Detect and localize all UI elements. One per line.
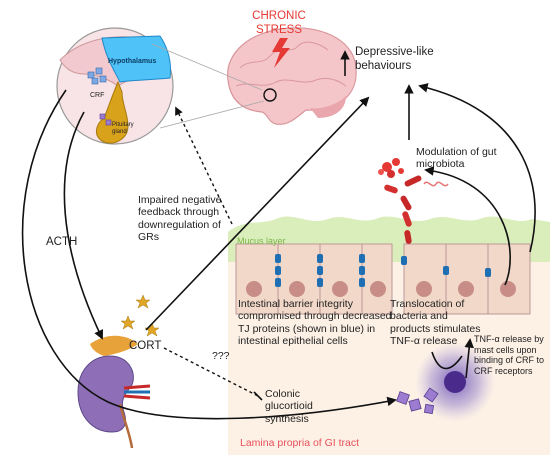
epithelial-cell-row [235, 243, 531, 315]
tnf-line-4: CRF receptors [474, 365, 533, 376]
inhibition-bar [253, 391, 263, 401]
cort-stars [120, 294, 160, 337]
kidney-adrenal-illustration [77, 335, 151, 449]
depressive-behaviours-label: Depressive-like behaviours [355, 46, 434, 73]
translocation-label: Translocation of bacteria and products s… [390, 298, 480, 348]
bacteria-cluster [378, 158, 449, 244]
barrier-integrity-label: Intestinal barrier integrity compromised… [238, 298, 392, 348]
colonic-line-1: Colonic [265, 388, 301, 400]
hypothalamus-zoom-inset [56, 27, 174, 145]
barrier-line-3: TJ proteins (shown in blue) in [238, 322, 376, 335]
depressive-line-1: Depressive-like [355, 46, 434, 58]
chronic-stress-title: CHRONIC STRESS [246, 10, 312, 37]
arrow-cort-to-depression [145, 96, 370, 331]
feedback-line-2: feedback through [138, 206, 220, 219]
cort-label: CORT [129, 340, 162, 352]
colonic-synthesis-label: Colonic glucortioid synthesis [265, 388, 313, 425]
lightning-bolt-icon [272, 38, 290, 68]
barrier-line-1: Intestinal barrier integrity [238, 298, 353, 310]
gut-microbiota-label: Modulation of gut microbiota [416, 146, 497, 171]
modulation-line-1: Modulation of gut [416, 146, 497, 158]
zoom-connector-bottom [159, 100, 265, 129]
pituitary-line-1: Pituitary [112, 122, 134, 128]
depressive-line-2: behaviours [355, 59, 412, 72]
colonic-line-3: synthesis [265, 412, 309, 425]
crf-label: CRF [90, 92, 105, 99]
translocation-line-1: Translocation of [390, 298, 465, 310]
acth-label: ACTH [46, 236, 78, 248]
pituitary-label: Pituitary gland [112, 122, 134, 136]
arrow-mast-to-depressive [418, 83, 536, 253]
arrow-mast-tnf [464, 338, 474, 379]
lamina-propria-label: Lamina propria of GI tract [240, 437, 360, 449]
tnf-line-1: TNF-α release by [474, 334, 544, 344]
mast-cell [396, 342, 495, 422]
feedback-line-4: GRs [138, 231, 159, 244]
pituitary-line-2: gland [112, 129, 127, 136]
translocation-line-3: products stimulates [390, 322, 481, 335]
pathway-arrows [21, 50, 536, 420]
hypothalamus-marker [263, 88, 277, 102]
feedback-line-1: Impaired negative [138, 194, 222, 206]
unknown-label: ??? [212, 350, 230, 362]
mucus-layer-label: Mucus layer [237, 236, 286, 246]
brain-illustration [227, 27, 357, 125]
barrier-line-2: compromised through decreased [238, 310, 392, 323]
tnf-release-label: TNF-α release by mast cells upon binding… [474, 334, 544, 376]
translocation-line-4: TNF-α release [390, 335, 458, 348]
tnf-line-3: binding of CRF to [474, 355, 545, 366]
zoom-connector-top [151, 43, 263, 91]
barrier-line-4: intestinal epithelial cells [238, 335, 348, 348]
arrow-translocation-to-mast [431, 351, 463, 370]
feedback-line-3: downregulation of [138, 218, 221, 231]
hypothalamus-label: Hypothalamus [108, 58, 157, 65]
tnf-line-2: mast cells upon [474, 344, 537, 355]
tight-junction-proteins [275, 254, 491, 287]
arrow-hypothalamus-to-adrenal [63, 111, 104, 340]
chronic-stress-line-2: STRESS [255, 23, 302, 36]
translocation-line-2: bacteria and [390, 310, 448, 323]
arrow-modulation [424, 166, 511, 286]
feedback-label: Impaired negative feedback through downr… [138, 194, 221, 244]
colonic-line-2: glucortioid [265, 400, 313, 413]
arrow-hypothalamus-to-gut [21, 89, 397, 420]
modulation-line-2: microbiota [416, 158, 465, 171]
chronic-stress-line-1: CHRONIC [252, 10, 306, 22]
